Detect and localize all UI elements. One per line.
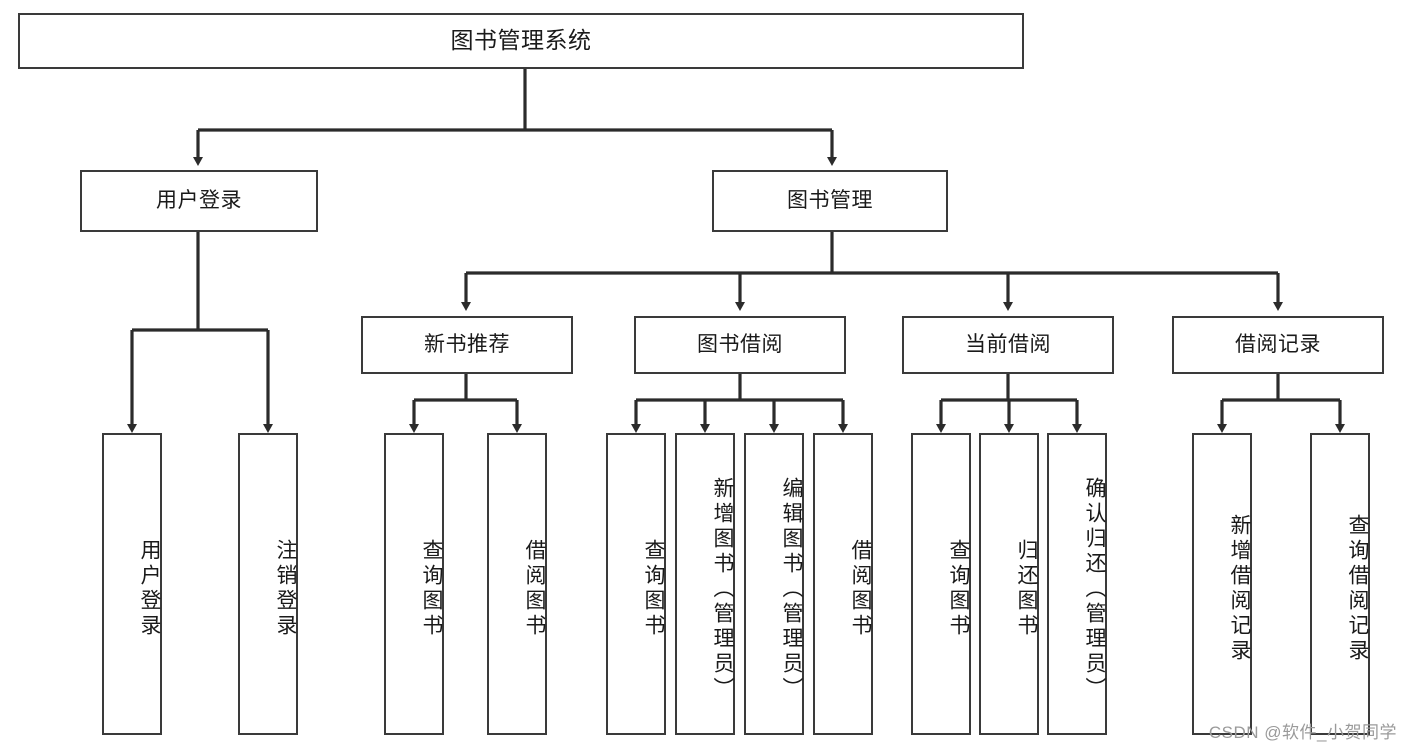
node-leaf-edit-book-admin[interactable]: 编辑图书（管理员） [744, 433, 804, 735]
node-leaf-borrow-book-1-label: 借阅图书 [523, 539, 546, 639]
node-leaf-return-book[interactable]: 归还图书 [979, 433, 1039, 735]
node-user-login[interactable]: 用户登录 [80, 170, 318, 232]
node-leaf-add-borrow-record[interactable]: 新增借阅记录 [1192, 433, 1252, 735]
node-leaf-return-book-label: 归还图书 [1015, 539, 1038, 639]
node-leaf-add-book-admin-label: 新增图书（管理员） [711, 476, 734, 702]
node-leaf-query-book-1-label: 查询图书 [420, 539, 443, 639]
node-leaf-confirm-return-admin[interactable]: 确认归还（管理员） [1047, 433, 1107, 735]
node-book-management-label: 图书管理 [787, 189, 873, 213]
node-leaf-query-book-3-label: 查询图书 [947, 539, 970, 639]
node-borrow-record-label: 借阅记录 [1235, 333, 1321, 357]
node-leaf-query-book-3[interactable]: 查询图书 [911, 433, 971, 735]
node-book-borrow[interactable]: 图书借阅 [634, 316, 846, 374]
node-root-system[interactable]: 图书管理系统 [18, 13, 1024, 69]
node-root-system-label: 图书管理系统 [450, 27, 592, 54]
node-book-management[interactable]: 图书管理 [712, 170, 948, 232]
node-new-book-recommend-label: 新书推荐 [424, 333, 510, 357]
node-leaf-query-borrow-record-label: 查询借阅记录 [1346, 514, 1369, 664]
node-current-borrow-label: 当前借阅 [965, 333, 1051, 357]
node-leaf-borrow-book-1[interactable]: 借阅图书 [487, 433, 547, 735]
node-leaf-add-book-admin[interactable]: 新增图书（管理员） [675, 433, 735, 735]
watermark-text: CSDN @软件_小贺同学 [1208, 723, 1397, 742]
node-leaf-user-login-label: 用户登录 [138, 539, 161, 639]
node-leaf-query-borrow-record[interactable]: 查询借阅记录 [1310, 433, 1370, 735]
node-leaf-query-book-1[interactable]: 查询图书 [384, 433, 444, 735]
node-current-borrow[interactable]: 当前借阅 [902, 316, 1114, 374]
node-leaf-logout-login[interactable]: 注销登录 [238, 433, 298, 735]
node-user-login-label: 用户登录 [156, 189, 242, 213]
node-leaf-user-login[interactable]: 用户登录 [102, 433, 162, 735]
node-leaf-query-book-2-label: 查询图书 [642, 539, 665, 639]
node-leaf-borrow-book-2-label: 借阅图书 [849, 539, 872, 639]
node-leaf-query-book-2[interactable]: 查询图书 [606, 433, 666, 735]
node-leaf-edit-book-admin-label: 编辑图书（管理员） [780, 476, 803, 702]
node-book-borrow-label: 图书借阅 [697, 333, 783, 357]
node-borrow-record[interactable]: 借阅记录 [1172, 316, 1384, 374]
node-leaf-add-borrow-record-label: 新增借阅记录 [1228, 514, 1251, 664]
node-leaf-logout-login-label: 注销登录 [274, 539, 297, 639]
node-new-book-recommend[interactable]: 新书推荐 [361, 316, 573, 374]
node-leaf-confirm-return-admin-label: 确认归还（管理员） [1083, 476, 1106, 702]
node-leaf-borrow-book-2[interactable]: 借阅图书 [813, 433, 873, 735]
